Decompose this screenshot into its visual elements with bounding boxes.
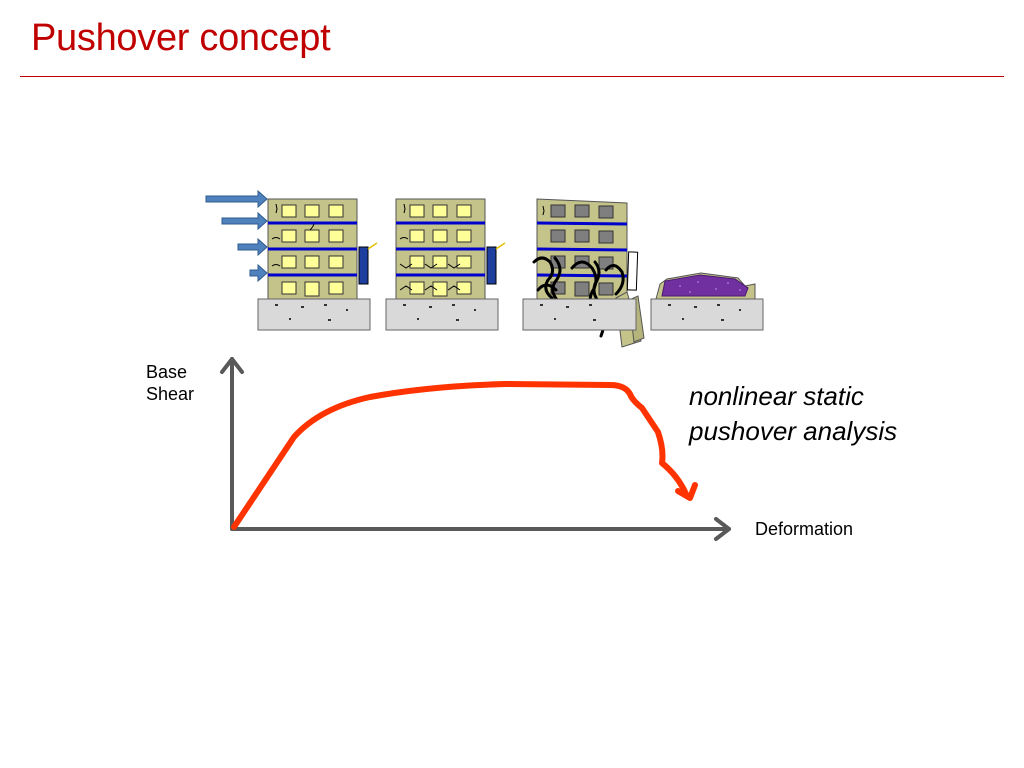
lateral-load-arrows <box>205 189 268 283</box>
y-axis-label: Base Shear <box>146 362 216 405</box>
slide-title: Pushover concept <box>31 17 331 59</box>
chart-axes <box>220 357 731 541</box>
load-arrow-1 <box>205 189 268 209</box>
load-arrow-2 <box>221 211 268 231</box>
analysis-annotation-line2: pushover analysis <box>689 415 898 446</box>
building-stage-2 <box>385 198 506 331</box>
building-stage-3 <box>522 198 645 348</box>
capacity-curve-arrowhead <box>675 482 698 501</box>
y-axis-label-line1: Base <box>146 362 188 382</box>
y-axis-label-line2: Shear <box>146 383 195 404</box>
analysis-annotation: nonlinear static pushover analysis <box>689 379 897 448</box>
y-axis-arrowhead <box>220 357 244 374</box>
title-rule <box>20 76 1004 77</box>
x-axis-arrowhead <box>714 517 731 541</box>
analysis-annotation-line1: nonlinear static <box>689 381 864 411</box>
building-stage-4-collapsed <box>650 272 764 331</box>
load-arrow-3 <box>237 237 268 257</box>
pushover-curve <box>231 381 698 530</box>
x-axis-label: Deformation <box>755 519 854 539</box>
building-stage-1 <box>257 198 378 331</box>
capacity-curve-line <box>231 381 689 530</box>
load-arrow-4 <box>249 263 268 283</box>
